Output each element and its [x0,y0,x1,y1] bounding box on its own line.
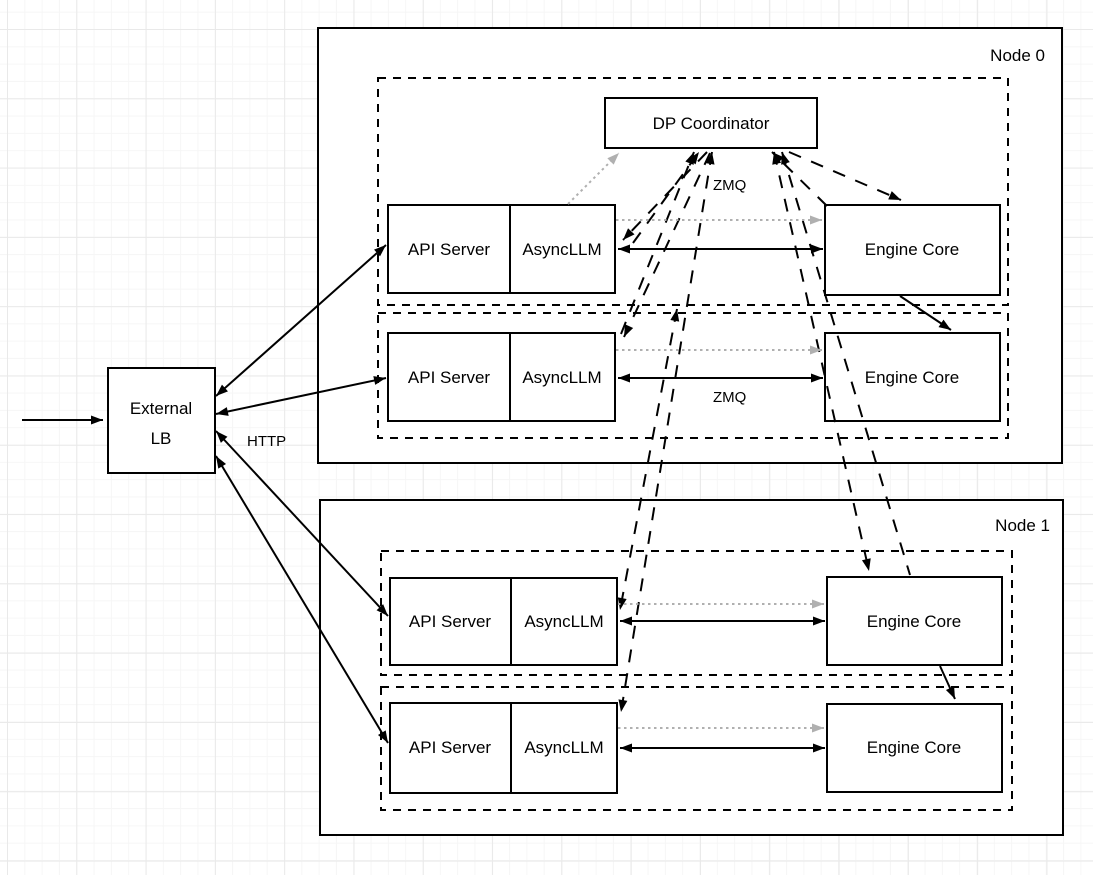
n0r1-api-server-label: API Server [408,240,491,259]
n1r1-api-server-label: API Server [409,612,492,631]
edge-lb-n1r2-apiserver [215,455,389,744]
n0r1-engine-core-label: Engine Core [865,240,960,259]
edge-n0r1-asyncllm-dp-dotted [567,152,620,205]
n1r2-apiserver-asyncllm-box [389,702,618,794]
n1r2-engine-core-box [826,703,1003,793]
node1-label: Node 1 [995,516,1050,535]
n1r1-asyncllm-label: AsyncLLM [524,612,603,631]
n1r1-engine-core-box [826,576,1003,666]
dp-coordinator-box [604,97,818,149]
external-lb-label-line1: External [130,399,192,418]
dp-coordinator-label: DP Coordinator [653,114,770,133]
edge-lb-n0r2-apiserver [215,376,387,416]
http-label: HTTP [247,433,286,450]
external-lb-box [107,367,216,474]
n0r2-asyncllm-label: AsyncLLM [522,368,601,387]
n0r1-asyncllm-label: AsyncLLM [522,240,601,259]
edge-lb-n0r1-apiserver [215,244,387,397]
external-lb-label-line2: LB [151,429,172,448]
n1r2-api-server-label: API Server [409,738,492,757]
edge-n1r1-engine-n1r2-engine [939,665,956,700]
n1r2-asyncllm-label: AsyncLLM [524,738,603,757]
edge-dp-n1r1-engine-2 [781,151,911,576]
n0r2-engine-core-label: Engine Core [865,368,960,387]
node0-label: Node 0 [990,46,1045,65]
n1r1-engine-core-label: Engine Core [867,612,962,631]
n1r1-apiserver-asyncllm-box [389,577,618,666]
n1r2-engine-core-label: Engine Core [867,738,962,757]
n0r2-api-server-label: API Server [408,368,491,387]
n0r2-apiserver-asyncllm-box [387,332,616,422]
zmq-label-top: ZMQ [713,177,746,194]
zmq-label-row2: ZMQ [713,389,746,406]
edge-n0r1-engine-n0r2-engine [899,295,952,331]
n0r1-apiserver-asyncllm-box [387,204,616,294]
